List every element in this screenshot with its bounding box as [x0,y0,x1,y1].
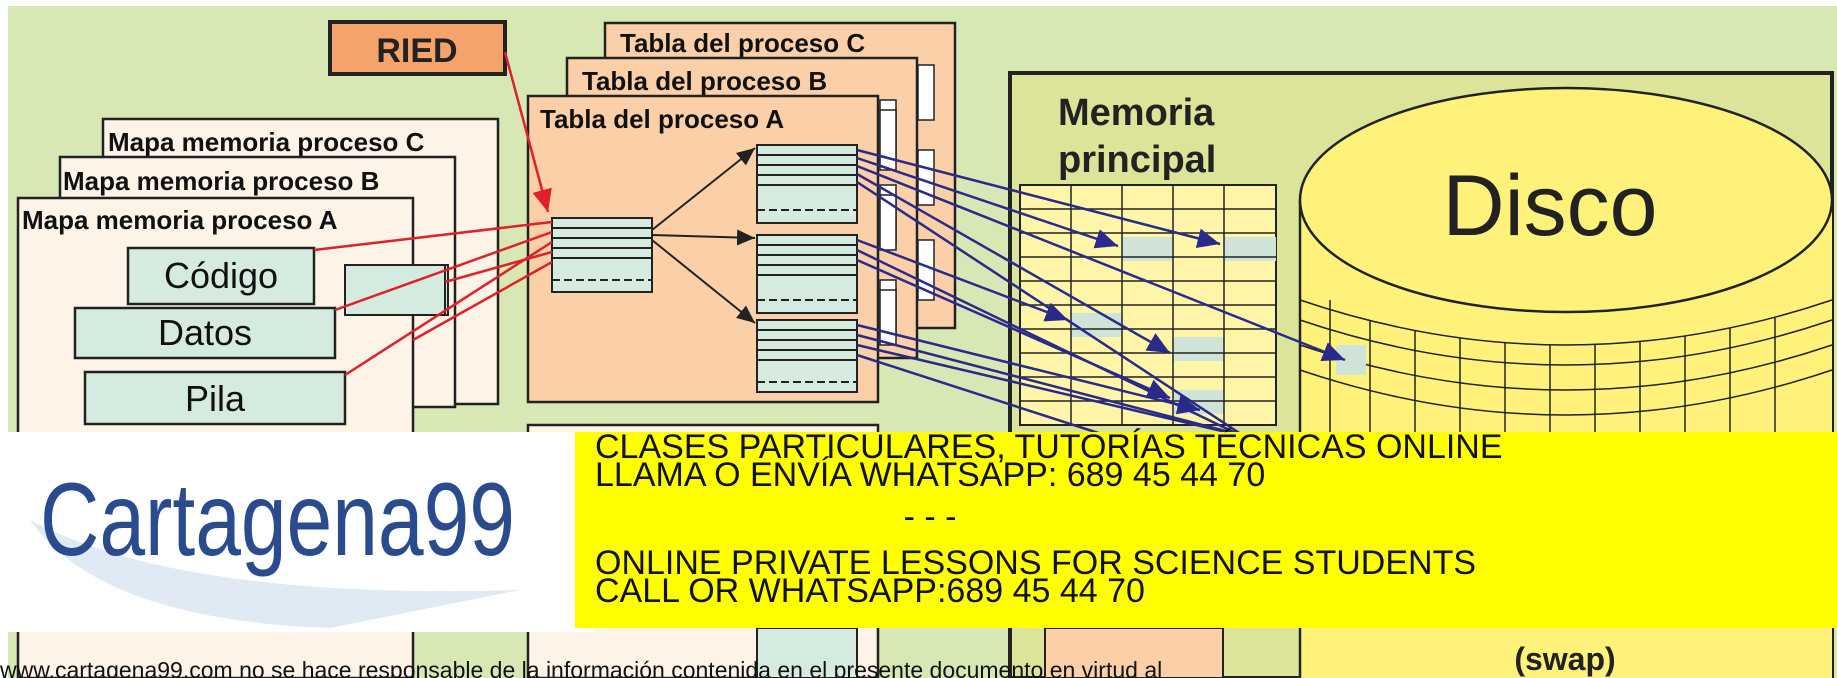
swap-label: (swap) [1514,641,1615,677]
logo-text: Cartagena99 [40,462,515,578]
black-arrows [651,147,756,324]
page-table-1 [756,144,858,224]
logo-swoosh [30,520,520,628]
page-table-2 [756,234,858,314]
segment-table [551,217,653,293]
ried-label: RIED [376,32,457,70]
banner-line-4: ONLINE PRIVATE LESSONS FOR SCIENCE STUDE… [595,544,1476,582]
memory-map-c-label: Mapa memoria proceso C [108,127,425,157]
lower-page-table [756,627,858,678]
process-table-b-label: Tabla del proceso B [582,66,827,96]
red-arrows [313,51,553,377]
process-table-a-label: Tabla del proceso A [540,104,784,134]
banner-line-5: CALL OR WHATSAPP:689 45 44 70 [595,572,1145,610]
banner-line-2: LLAMA O ENVÍA WHATSAPP: 689 45 44 70 [595,456,1265,494]
advert-yellow-box [575,432,1837,628]
memory-map-b-label: Mapa memoria proceso B [63,166,379,196]
swap-block [1044,627,1224,678]
segment-data: Datos [73,306,337,360]
segment-data-label: Datos [158,312,252,353]
page-table-3 [756,319,858,393]
main-memory-title-line1: Memoria [1058,92,1215,134]
segment-stack-label: Pila [185,378,246,419]
segment-code-label: Código [164,255,278,296]
memory-map-a-label: Mapa memoria proceso A [22,205,338,235]
ried-register: RIED [328,20,507,76]
banner-line-1: CLASES PARTICULARES, TUTORÍAS TÉCNICAS O… [595,428,1503,466]
footer-disclaimer: www.cartagena99.com no se hace responsab… [0,657,1162,678]
process-table-a: Tabla del proceso A [526,94,897,404]
blue-arrows [856,148,1346,442]
advert-banner: Cartagena99 CLASES PARTICULARES, TUTORÍA… [0,428,1837,632]
segment-code: Código [126,246,316,306]
disk-label: Disco [1442,158,1657,254]
segment-stack: Pila [83,370,347,426]
process-table-c-label: Tabla del proceso C [620,28,865,58]
main-memory-title-line2: principal [1058,139,1216,181]
banner-line-3: - - - [904,498,957,536]
